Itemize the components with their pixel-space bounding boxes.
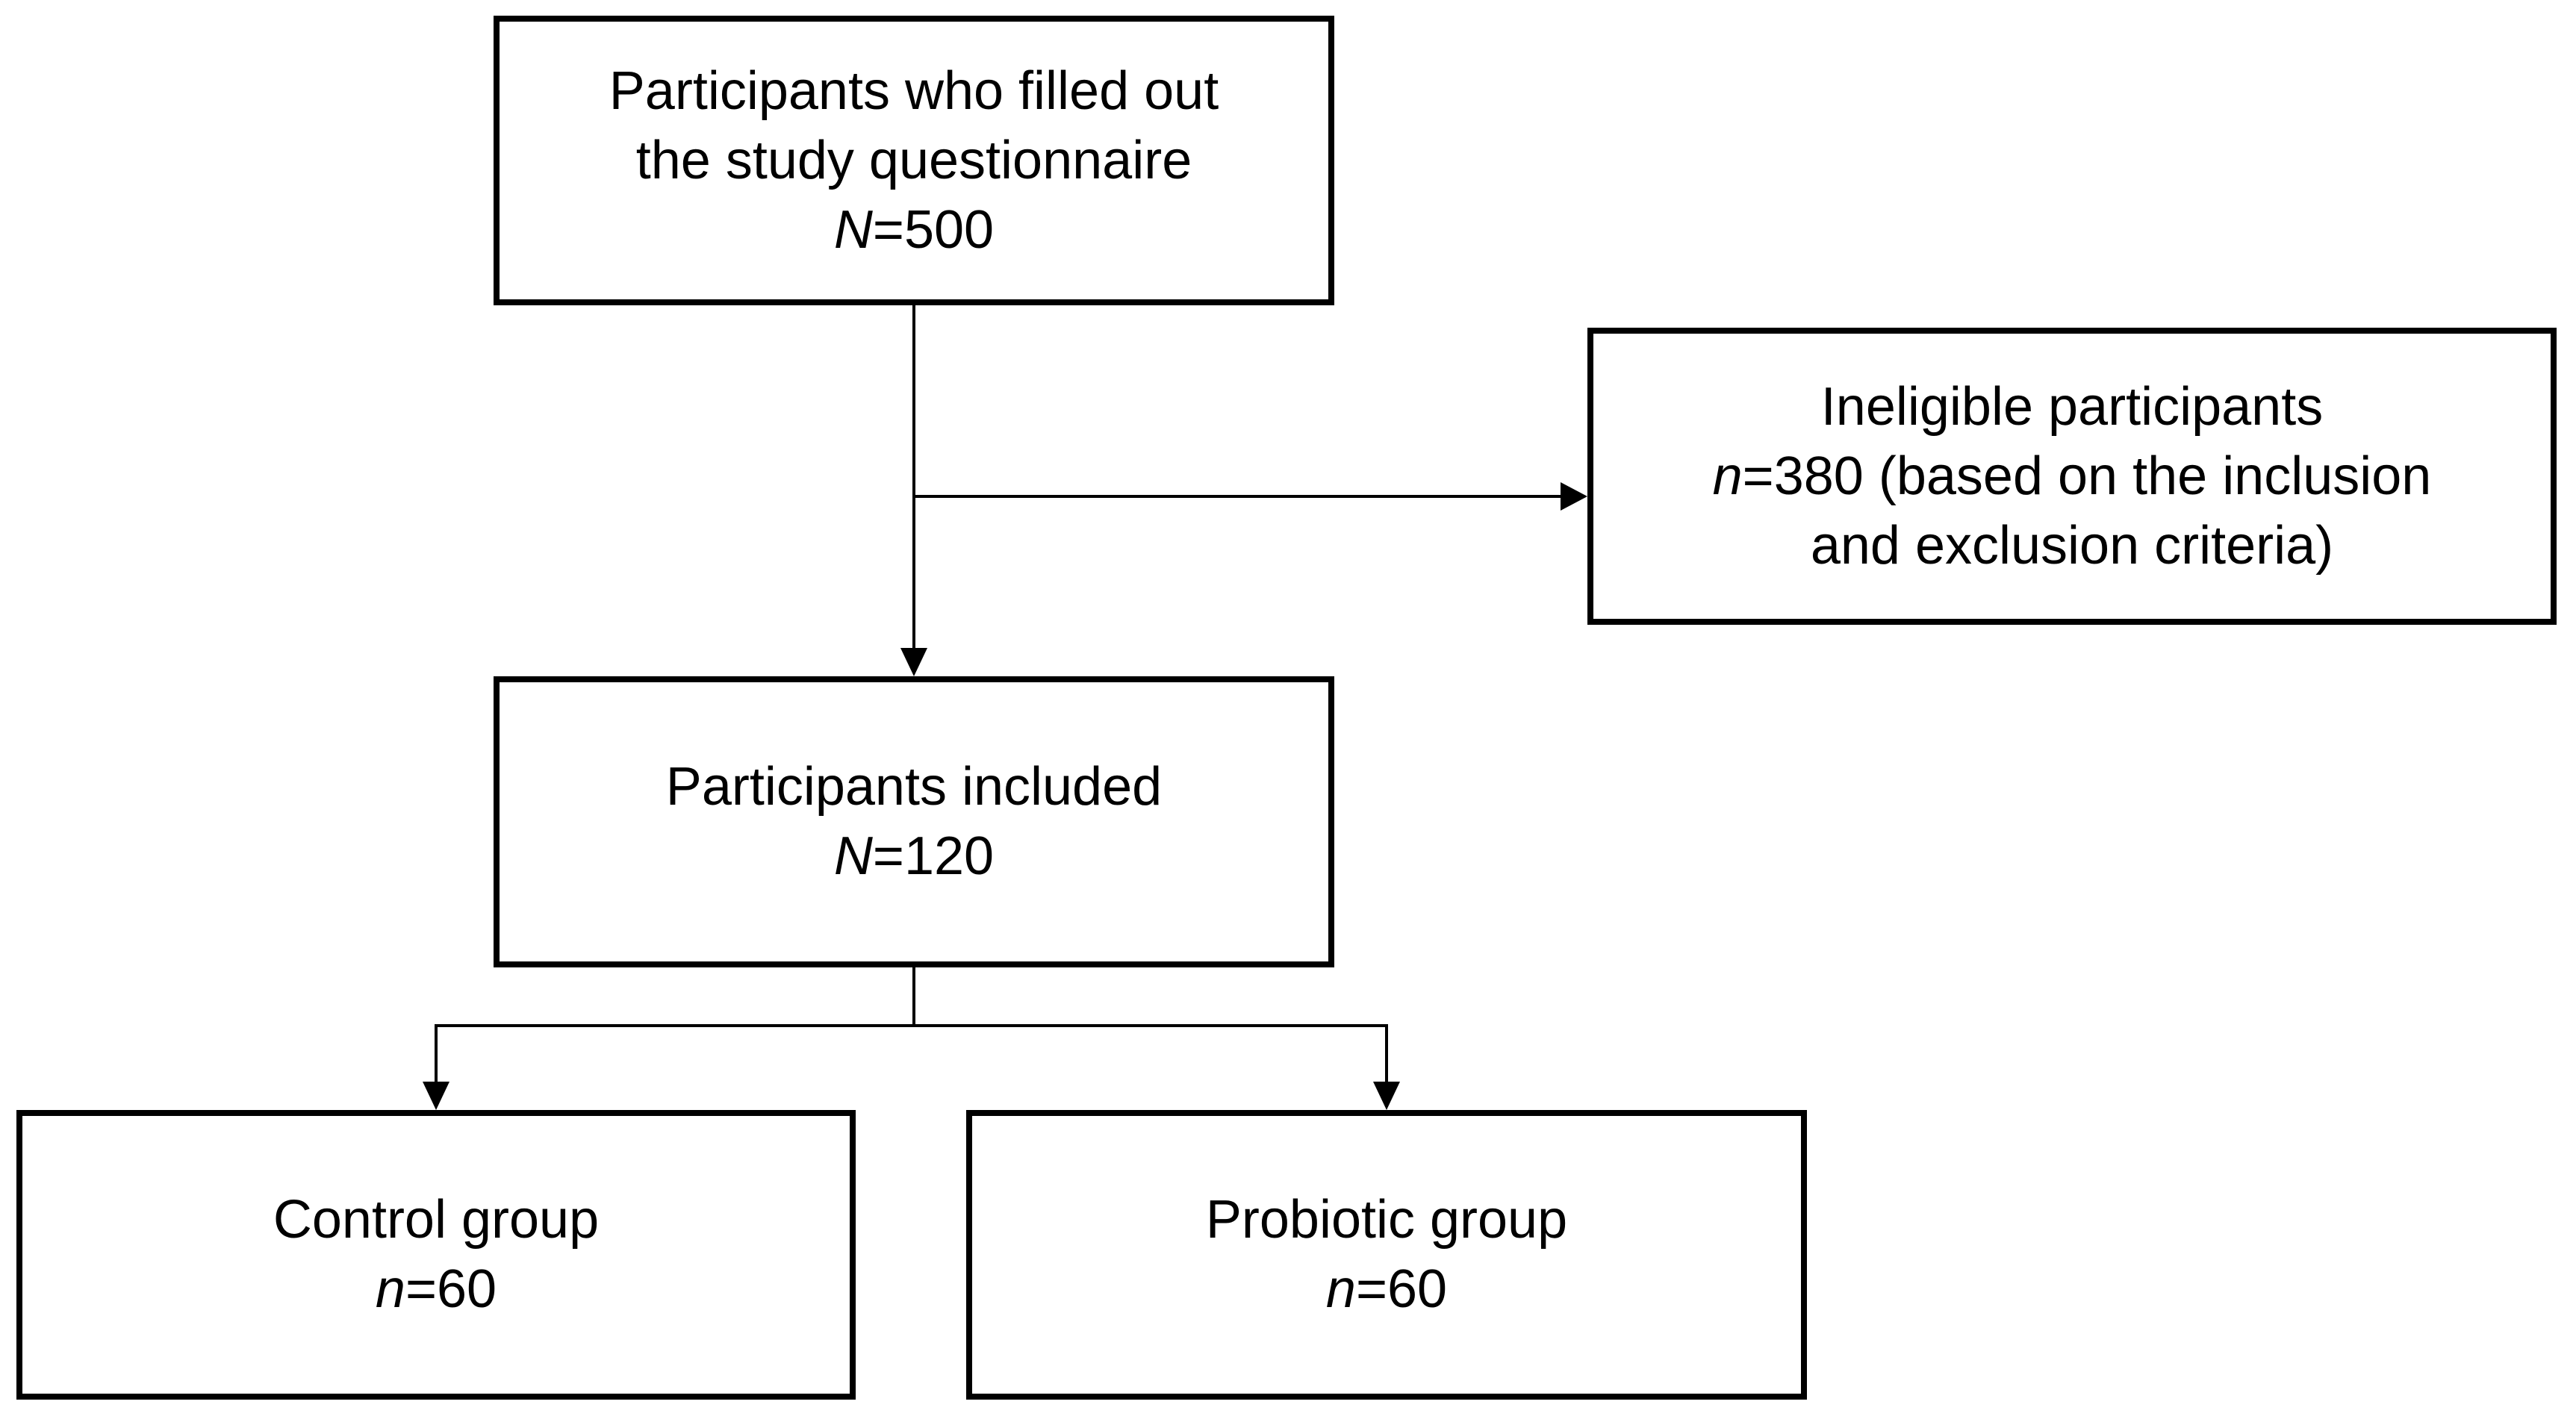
text-segment: Participants who filled out <box>609 60 1219 121</box>
box-text-line: N=120 <box>834 822 994 891</box>
connector-split-bar <box>435 1024 1388 1027</box>
box-included: Participants included N=120 <box>494 676 1334 967</box>
arrow-head-down-included <box>900 648 927 676</box>
text-segment-italic: n <box>375 1259 405 1319</box>
text-segment-italic: N <box>833 826 873 886</box>
box-questionnaire: Participants who filled out the study qu… <box>494 16 1334 305</box>
box-text-line: Participants who filled out <box>609 57 1219 126</box>
connector-included-to-split <box>912 967 915 1027</box>
text-segment: Control group <box>273 1190 600 1250</box>
text-segment: the study questionnaire <box>635 130 1192 190</box>
text-segment: =500 <box>872 199 995 260</box>
connector-branch-to-ineligible <box>912 495 1561 498</box>
connector-questionnaire-to-included <box>912 305 915 648</box>
text-segment: =60 <box>1355 1259 1448 1319</box>
box-text-line: Participants included <box>666 752 1162 822</box>
text-segment: Ineligible participants <box>1820 376 2324 437</box>
box-text-line: n=380 (based on the inclusion <box>1713 442 2432 511</box>
text-segment: Probiotic group <box>1205 1190 1568 1250</box>
box-ineligible: Ineligible participants n=380 (based on … <box>1587 328 2557 625</box>
box-text-line: Probiotic group <box>1206 1185 1567 1255</box>
connector-split-to-control <box>435 1024 438 1082</box>
box-text-line: and exclusion criteria) <box>1811 511 2333 581</box>
arrow-head-down-control <box>423 1082 449 1110</box>
text-segment: =60 <box>405 1259 497 1319</box>
box-text-line: Control group <box>273 1185 599 1255</box>
text-segment: Participants included <box>665 757 1163 817</box>
box-text-line: Ineligible participants <box>1821 372 2323 442</box>
text-segment: =380 (based on the inclusion <box>1742 446 2432 506</box>
box-text-line: the study questionnaire <box>636 126 1192 196</box>
connector-split-to-probiotic <box>1385 1024 1388 1082</box>
box-control-group: Control group n=60 <box>16 1110 856 1400</box>
text-segment-italic: n <box>1325 1259 1356 1319</box>
box-text-line: n=60 <box>1326 1255 1447 1324</box>
box-probiotic-group: Probiotic group n=60 <box>966 1110 1807 1400</box>
text-segment: and exclusion criteria) <box>1810 515 2334 576</box>
text-segment-italic: N <box>833 199 873 260</box>
box-text-line: N=500 <box>834 196 994 265</box>
text-segment-italic: n <box>1712 446 1743 506</box>
box-text-line: n=60 <box>376 1255 497 1324</box>
arrow-head-down-probiotic <box>1373 1082 1400 1110</box>
arrow-head-right-ineligible <box>1561 482 1587 511</box>
text-segment: =120 <box>872 826 995 886</box>
